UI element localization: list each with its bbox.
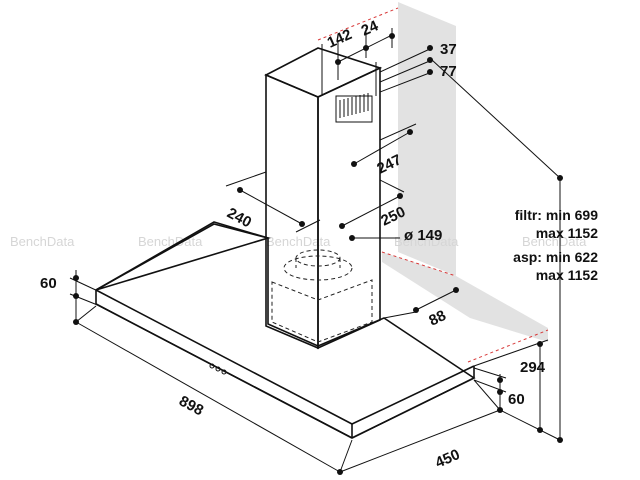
dim-24: 24 — [359, 17, 382, 40]
watermark-1: BenchData — [10, 234, 75, 249]
wall — [317, 2, 549, 363]
canopy — [95, 221, 476, 439]
dim-60-left: 60 — [40, 275, 57, 292]
dim-60-right: 60 — [508, 391, 525, 408]
dim-450: 450 — [433, 446, 463, 472]
dim-142: 142 — [325, 26, 355, 52]
watermark-row: BenchData BenchData BenchData BenchData … — [10, 234, 587, 249]
height-notes: filtr: min 699 max 1152 asp: min 622 max… — [513, 207, 598, 283]
dim-diameter: ø 149 — [404, 227, 442, 244]
dim-294: 294 — [520, 359, 546, 376]
hidden-duct — [271, 249, 373, 343]
control-buttons — [209, 363, 227, 375]
note-filtr-min: filtr: min 699 — [515, 207, 598, 223]
dim-898: 898 — [176, 393, 206, 420]
watermark-3: BenchData — [266, 234, 331, 249]
chimney — [264, 44, 383, 350]
dim-37: 37 — [440, 41, 457, 58]
note-filtr-max: max 1152 — [536, 225, 598, 241]
watermark-5: BenchData — [522, 234, 587, 249]
vent-grille — [335, 93, 373, 123]
dimension-lines — [69, 28, 563, 475]
note-asp-min: asp: min 622 — [513, 249, 598, 265]
watermark-4: BenchData — [394, 234, 459, 249]
dimension-labels: 142 24 37 77 247 240 250 ø 149 60 88 294… — [40, 17, 546, 472]
dim-88: 88 — [426, 307, 448, 330]
dim-77: 77 — [440, 63, 457, 80]
note-asp-max: max 1152 — [536, 267, 598, 283]
